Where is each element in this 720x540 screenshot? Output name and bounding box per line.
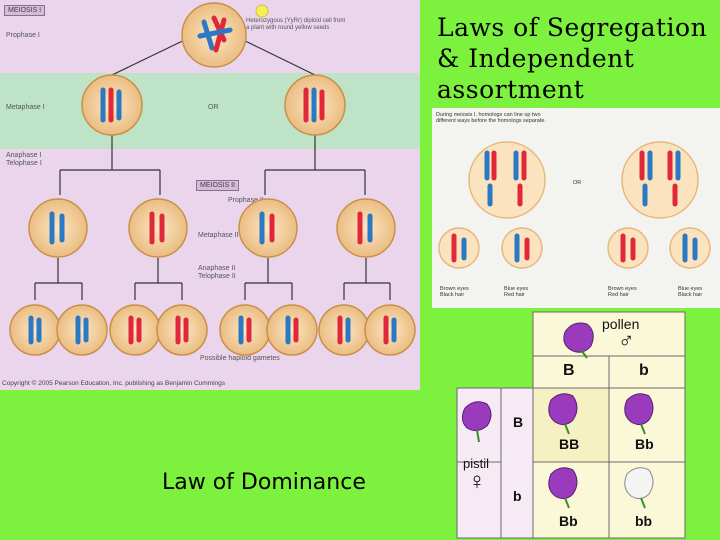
anaphase-one-label: Anaphase I	[6, 152, 42, 159]
pollen-flower	[563, 322, 594, 359]
homolog-alignment-panel: During meiosis I, homologs can line up t…	[432, 108, 720, 308]
meiosis-two-tag: MEIOSIS II	[196, 180, 240, 191]
gamete-label-3: Brown eyes Red hair	[608, 286, 637, 298]
meiosis-diagram: MEIOSIS I Prophase I Heterozygous (YyRr)…	[0, 0, 420, 390]
or-label: OR	[208, 104, 219, 111]
metaphase-band	[0, 73, 420, 149]
anaphase-two-label: Anaphase II	[198, 265, 236, 272]
meiosis-one-tag: MEIOSIS I	[4, 5, 46, 16]
column-allele-1: B	[563, 362, 575, 379]
male-symbol: ♂	[618, 328, 635, 353]
row-allele-2: b	[513, 488, 522, 504]
page-title: Laws of Segregation & Independent assort…	[437, 13, 708, 104]
punnett-drawing	[456, 311, 686, 539]
homolog-or-label: OR	[573, 180, 582, 186]
cell-genotype-Bb-top: Bb	[635, 436, 654, 452]
pollen-label: pollen	[602, 316, 640, 332]
gamete-label-2: Blue eyes Red hair	[504, 286, 529, 298]
flower-bb-white	[624, 467, 654, 509]
heterozygous-note: Heterozygous (YyRr) diploid cell from a …	[246, 18, 346, 31]
female-symbol: ♀	[468, 468, 486, 495]
cell-genotype-BB: BB	[559, 436, 580, 452]
gametes-label: Possible haploid gametes	[200, 355, 280, 362]
cell-genotype-bb: bb	[635, 513, 653, 529]
cell-genotype-Bb-bottom: Bb	[559, 513, 578, 529]
pistil-flower	[461, 401, 492, 443]
copyright-note: Copyright © 2005 Pearson Education, Inc.…	[2, 380, 226, 387]
prophase-one-label: Prophase I	[6, 32, 40, 39]
homolog-drawing	[438, 141, 711, 269]
law-of-dominance-label: Law of Dominance	[162, 470, 366, 495]
meiosis-drawing	[9, 2, 416, 356]
flower-Bb-purple-bottom	[548, 467, 578, 509]
telophase-two-label: Telophase II	[198, 273, 236, 280]
homolog-note: During meiosis I, homologs can line up t…	[436, 112, 546, 124]
punnett-square: pollen ♂ pistil ♀ B b B b BB Bb Bb bb	[455, 310, 690, 540]
metaphase-one-label: Metaphase I	[6, 104, 45, 111]
gamete-label-1: Brown eyes Black hair	[440, 286, 469, 298]
telophase-one-label: Telophase I	[6, 160, 42, 167]
flower-bb-purple	[548, 393, 578, 435]
prophase-two-label: Prophase II	[228, 197, 264, 204]
flower-Bb-purple-top	[624, 393, 654, 435]
row-allele-1: B	[513, 414, 524, 430]
column-allele-2: b	[639, 362, 649, 379]
gamete-label-4: Blue eyes Black hair	[678, 286, 703, 298]
metaphase-two-label: Metaphase II	[198, 232, 239, 239]
pistil-label: pistil	[463, 456, 490, 471]
